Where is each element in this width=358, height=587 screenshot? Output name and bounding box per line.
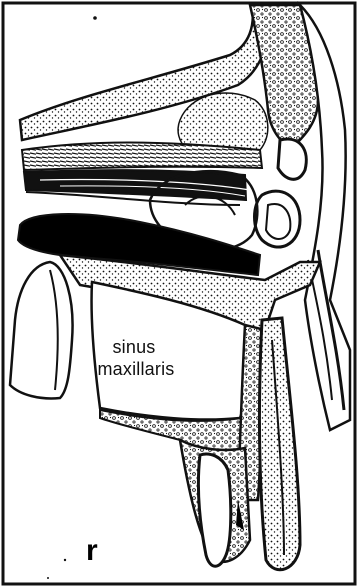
tooth-crown (198, 454, 230, 566)
label-maxillaris: maxillaris (74, 358, 198, 380)
zygomatic-process (10, 262, 73, 398)
eyelid-structure (278, 139, 306, 179)
panel-letter: r (86, 536, 98, 566)
extraocular-muscles (22, 143, 262, 206)
label-sinus: sinus (96, 336, 172, 358)
